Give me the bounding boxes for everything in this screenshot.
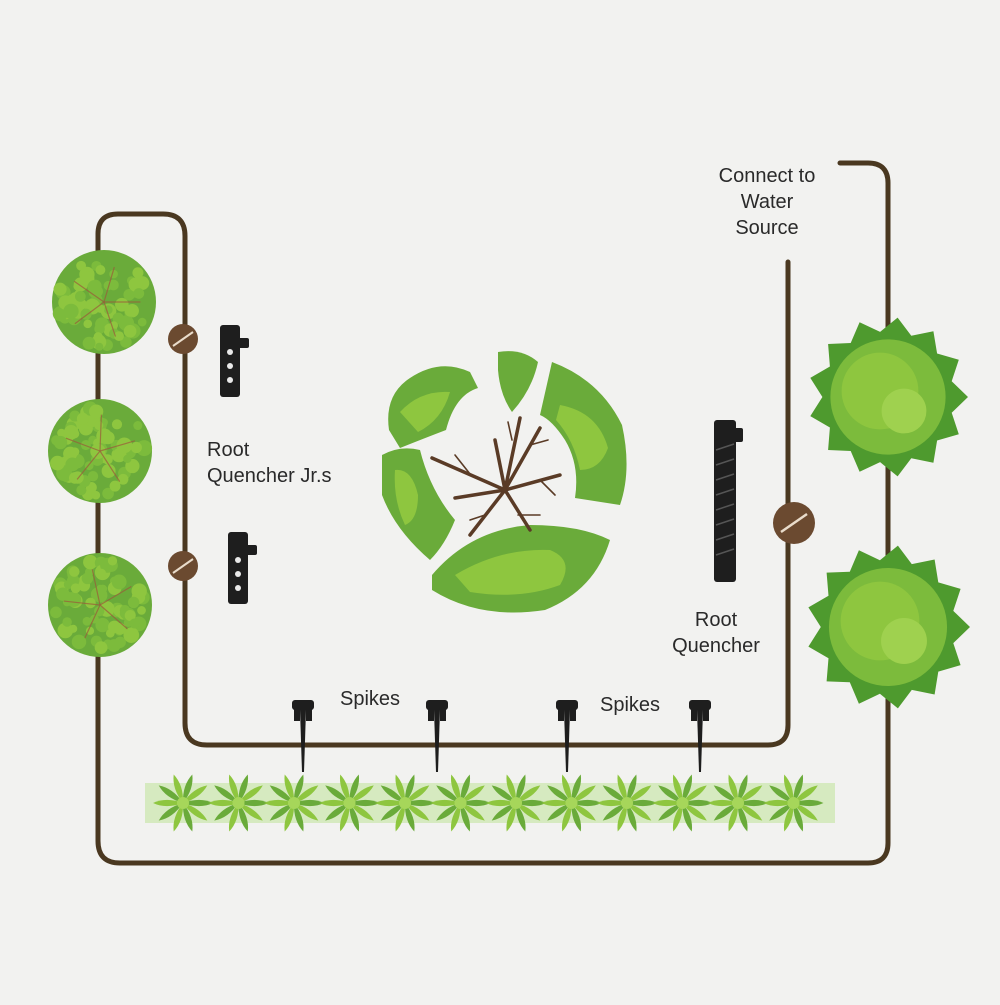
tree-top-view (382, 351, 627, 613)
connector-right (773, 502, 815, 544)
left-shrubs (48, 250, 156, 657)
spikes-label-left: Spikes (340, 688, 401, 710)
water-source-label-line-1: Connect to (718, 165, 816, 187)
ground-plant-4 (319, 774, 380, 832)
root-quencher-jr-upper (220, 325, 249, 397)
ground-plant-6 (430, 774, 491, 832)
outer-hose (95, 160, 891, 866)
root-quencher-jr-label: Root Quencher Jr.s (207, 437, 332, 489)
shrub-3 (48, 553, 152, 657)
ground-plant-3 (264, 774, 324, 832)
shrub-1 (52, 250, 156, 354)
spike-1[interactable] (292, 700, 314, 772)
root-quencher-label-line-1: Root (694, 609, 738, 631)
ground-cover-plants (153, 774, 824, 832)
root-quencher-jr-label-line-1: Root (207, 439, 250, 461)
connector-left-lower (168, 551, 198, 581)
ground-plant-10 (652, 774, 713, 832)
ground-plant-1 (153, 774, 213, 832)
ground-plant-7 (486, 774, 546, 832)
bush-1 (810, 317, 968, 477)
bush-2 (808, 545, 970, 709)
ground-plant-11 (708, 774, 768, 832)
ground-plant-2 (208, 774, 269, 832)
spikes-label-right: Spikes (600, 694, 661, 716)
ground-plant-8 (541, 774, 602, 832)
spike-3[interactable] (556, 700, 578, 772)
water-source-label: Connect to Water Source (697, 163, 837, 241)
hose-lines (95, 160, 891, 866)
spike-4[interactable] (689, 700, 711, 772)
root-quencher-label: Root Quencher (660, 607, 772, 659)
spike-2[interactable] (426, 700, 448, 772)
root-quencher-label-line-2: Quencher (672, 635, 760, 657)
spikes-group (292, 700, 711, 772)
root-quencher-device (714, 420, 743, 582)
water-source-label-line-2: Water (740, 191, 794, 213)
ground-plant-9 (597, 774, 657, 832)
root-quencher-jr-lower (228, 532, 257, 604)
root-quencher-jr-label-line-2: Quencher Jr.s (207, 465, 332, 487)
ground-plant-12 (763, 774, 824, 832)
connector-left-upper (168, 324, 198, 354)
shrub-2 (48, 399, 153, 503)
right-bushes (808, 317, 970, 709)
water-source-label-line-3: Source (735, 217, 799, 239)
ground-plant-5 (375, 774, 435, 832)
